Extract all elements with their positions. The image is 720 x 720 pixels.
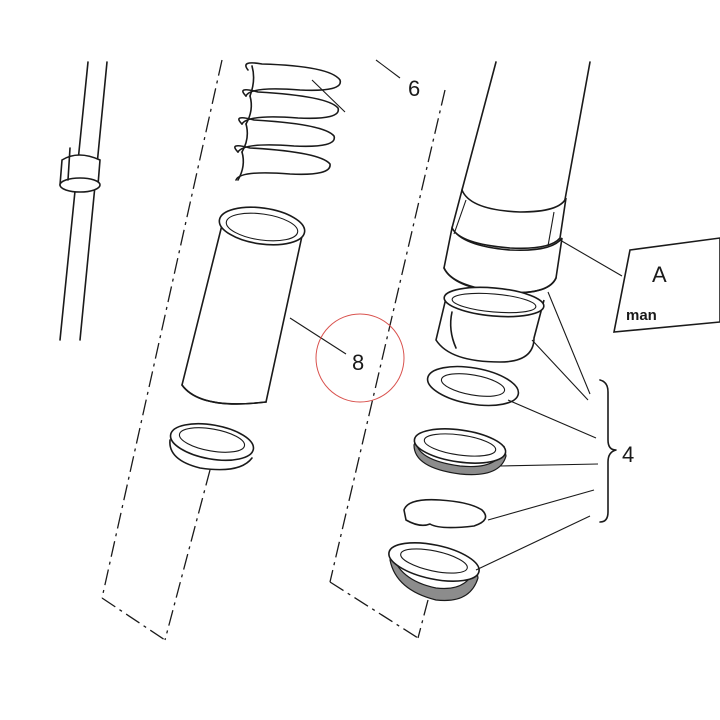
callout-4: 4 <box>622 442 634 467</box>
fork-tube <box>443 61 591 294</box>
lower-guide-ring <box>169 422 255 471</box>
spring-leader <box>375 59 401 79</box>
damper-rod <box>59 61 108 341</box>
reference-box-word: man <box>626 307 657 324</box>
center-leg-outline <box>329 89 446 639</box>
callout-6: 6 <box>408 76 420 101</box>
seal-kit-leaders <box>475 291 617 571</box>
bushing-leader <box>289 317 347 355</box>
slider-bushing <box>181 206 306 405</box>
washer <box>426 365 520 407</box>
dust-seal <box>388 542 480 602</box>
left-leg-outline <box>101 59 223 641</box>
reference-box-letter: A <box>652 262 667 287</box>
retaining-clip <box>403 498 487 529</box>
upper-bushing <box>435 286 545 363</box>
highlight-circle <box>315 313 405 403</box>
reference-box: A man <box>559 237 720 333</box>
callout-8: 8 <box>352 350 364 375</box>
fork-spring <box>234 62 346 181</box>
oil-seal <box>413 428 507 476</box>
